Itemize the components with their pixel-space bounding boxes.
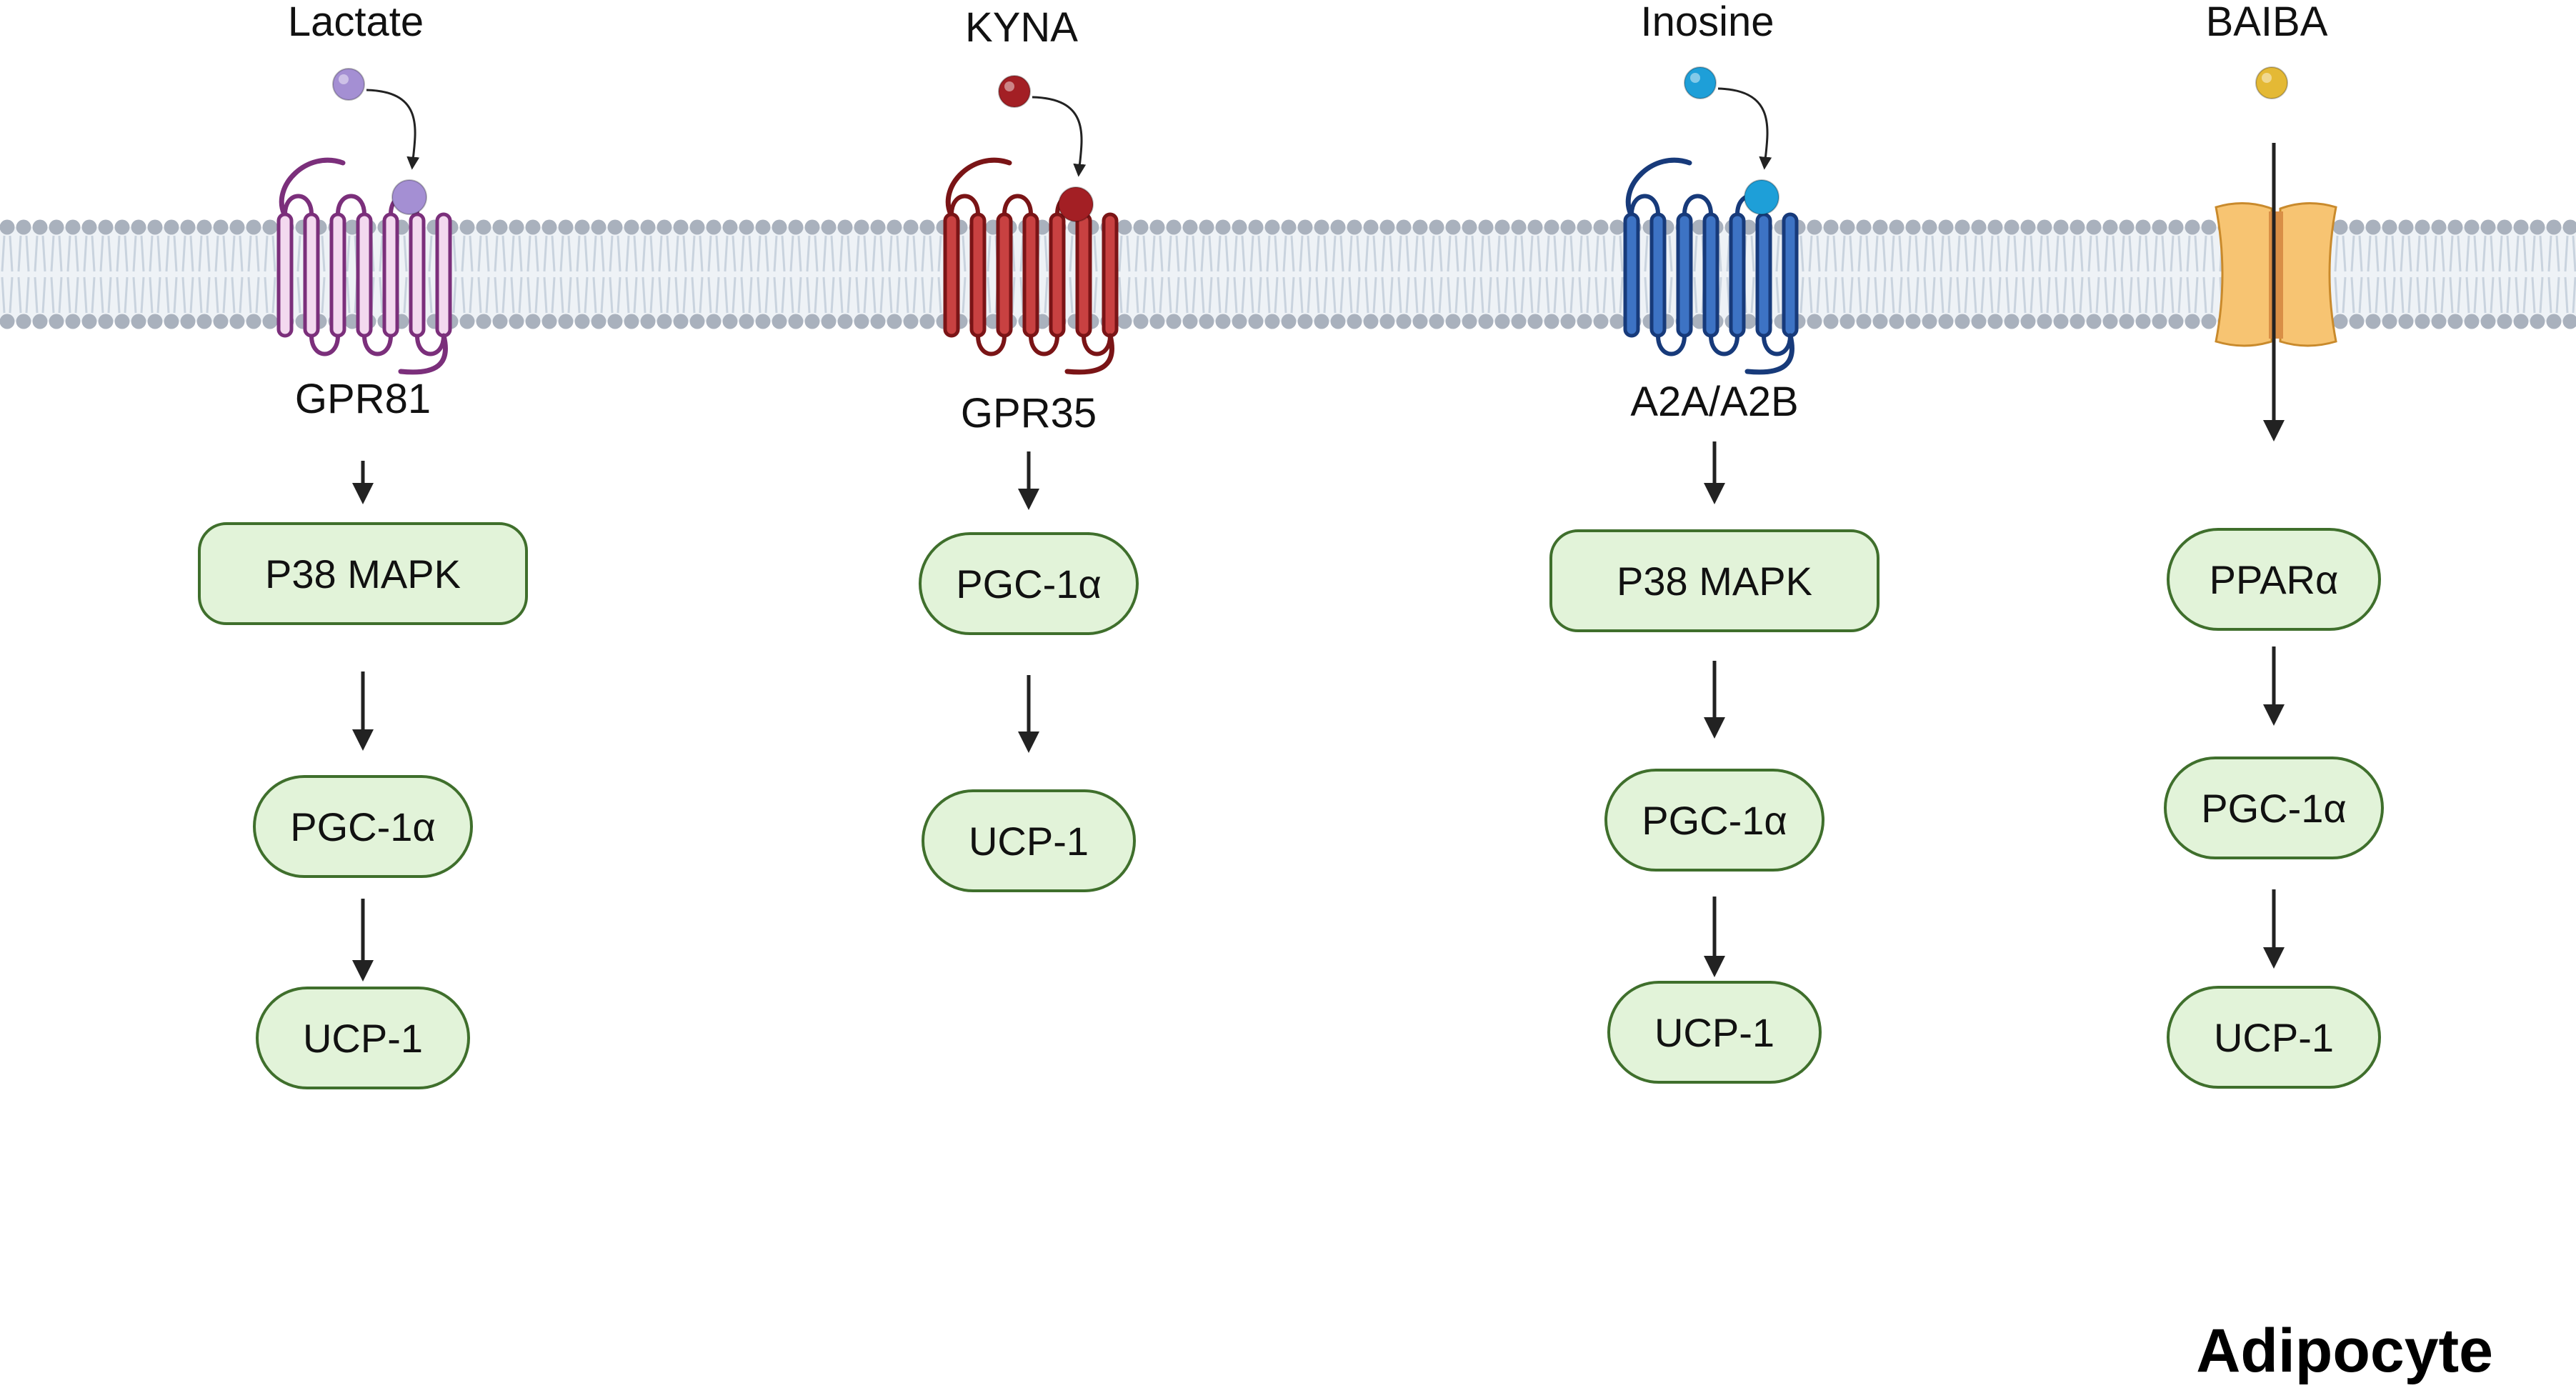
signal-node-label: PGC-1α (1642, 798, 1787, 843)
receptor-loop (362, 335, 393, 356)
transporter-channel (2269, 211, 2283, 339)
receptor-loop (1002, 194, 1033, 215)
transmembrane-helix (1102, 212, 1119, 338)
receptor-loop (1709, 335, 1739, 356)
receptor-loop (949, 194, 980, 215)
binding-arrow (366, 89, 420, 170)
ligand-molecule (1684, 66, 1717, 99)
transmembrane-helix (1075, 212, 1092, 338)
receptor-c-terminus (1744, 333, 1794, 375)
plasma-membrane (0, 219, 2576, 329)
transmembrane-helix (303, 212, 320, 338)
ligand-highlight (2262, 73, 2272, 83)
transmembrane-helix (276, 212, 294, 338)
receptor-loop (1762, 335, 1792, 356)
signal-node-label: PGC-1α (2201, 786, 2347, 831)
ligand-label: Inosine (1640, 0, 1774, 45)
transporter-right-subunit (2279, 201, 2337, 347)
receptor-label: A2A/A2B (1630, 379, 1798, 425)
receptor-c-terminus (1064, 333, 1114, 375)
receptor-n-terminus (279, 157, 346, 217)
receptor-label: GPR81 (295, 376, 431, 422)
transmembrane-helix (1729, 212, 1746, 338)
transmembrane-helix (409, 212, 426, 338)
ligand-highlight (339, 74, 349, 84)
receptor-n-terminus (945, 157, 1012, 217)
transmembrane-helix (1623, 212, 1640, 338)
bound-ligand (1058, 186, 1094, 222)
signal-node-label: P38 MAPK (265, 551, 461, 596)
binding-arrow (1032, 96, 1087, 177)
ligand-highlight (1690, 73, 1700, 83)
signal-node-label: PPARα (2210, 557, 2339, 602)
bound-ligand (391, 179, 427, 215)
receptor-loop (336, 194, 366, 215)
signal-node (2167, 986, 2381, 1089)
receptor-loop (1629, 194, 1660, 215)
binding-arrow (1717, 87, 1772, 170)
transmembrane-helix (329, 212, 346, 338)
signal-node (198, 522, 528, 625)
transmembrane-helix (1755, 212, 1772, 338)
signal-node (2167, 528, 2381, 631)
transmembrane-helix (1022, 212, 1039, 338)
receptor-loop (1682, 194, 1713, 215)
transmembrane-helix (1676, 212, 1693, 338)
transmembrane-helix (996, 212, 1013, 338)
receptor-label: GPR35 (961, 390, 1097, 436)
signal-node-label: PGC-1α (956, 561, 1102, 606)
receptor-loop (976, 335, 1007, 356)
transmembrane-helix (1782, 212, 1799, 338)
transporter-left-subunit (2215, 201, 2273, 347)
ligand-molecule (332, 68, 365, 101)
ligand-label: KYNA (965, 4, 1078, 51)
ligand-label: BAIBA (2206, 0, 2328, 45)
transmembrane-helix (382, 212, 399, 338)
receptor-loop (283, 194, 314, 215)
receptor-n-terminus (1625, 157, 1692, 217)
signal-node-label: UCP-1 (303, 1016, 423, 1061)
ligand-highlight (1004, 81, 1014, 91)
receptor-loop (1656, 335, 1687, 356)
ligand-label: Lactate (288, 0, 424, 45)
receptor-loop (1029, 335, 1059, 356)
transmembrane-helix (969, 212, 987, 338)
signal-node (922, 789, 1136, 892)
signal-node (1607, 981, 1822, 1084)
receptor-loop (415, 335, 446, 356)
receptor-loop (1082, 335, 1112, 356)
transmembrane-helix (1649, 212, 1667, 338)
transmembrane-helix (1702, 212, 1719, 338)
signal-node-label: P38 MAPK (1617, 559, 1812, 604)
signal-node-label: UCP-1 (969, 819, 1089, 864)
signal-node (919, 532, 1139, 635)
transmembrane-helix (356, 212, 373, 338)
ligand-molecule (998, 75, 1031, 108)
ligand-molecule (2255, 66, 2288, 99)
signal-node (256, 987, 470, 1089)
transmembrane-helix (1049, 212, 1066, 338)
signal-node-label: UCP-1 (2214, 1015, 2334, 1060)
cell-title: Adipocyte (2196, 1317, 2493, 1385)
signal-node (2164, 757, 2384, 859)
transmembrane-helix (943, 212, 960, 338)
bound-ligand (1744, 179, 1779, 215)
receptor-c-terminus (398, 333, 448, 375)
signal-node (1549, 529, 1879, 632)
signal-node-label: UCP-1 (1654, 1010, 1774, 1055)
signal-node-label: PGC-1α (290, 804, 436, 849)
signal-node (1604, 769, 1824, 872)
receptor-loop (309, 335, 340, 356)
signal-node (253, 775, 473, 878)
transmembrane-helix (435, 212, 452, 338)
